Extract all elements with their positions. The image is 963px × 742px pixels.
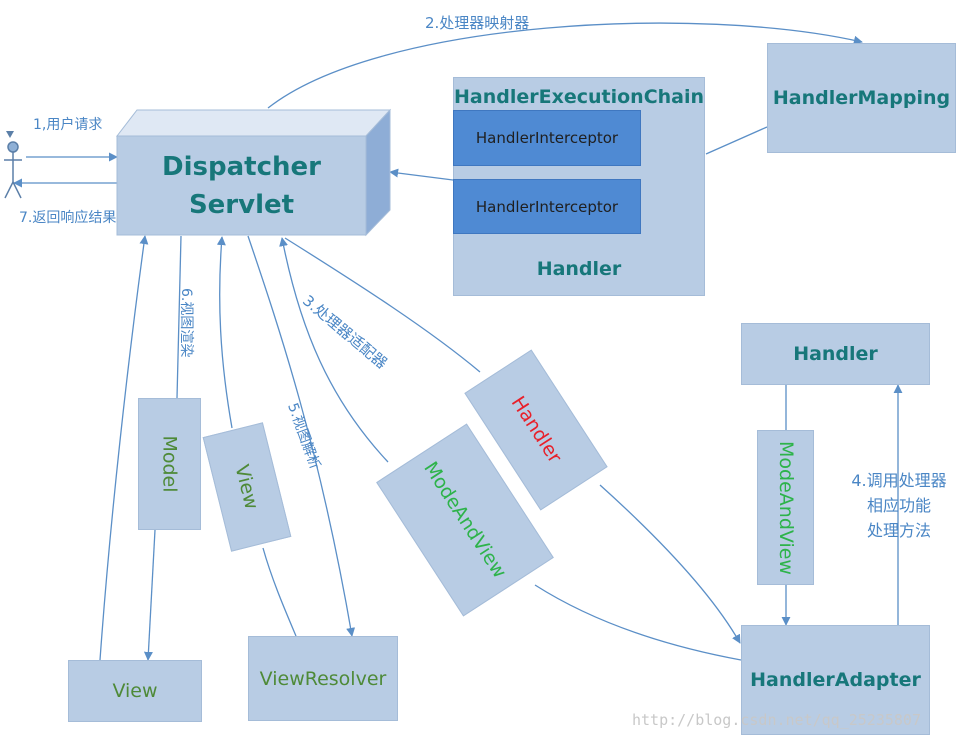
step-2-handler-mapping: 2.处理器映射器 — [425, 14, 530, 32]
arrow-view-tag-to-dispatcher — [216, 236, 233, 429]
step-4-invoke-handler: 4.调用处理器 相应功能 处理方法 — [836, 468, 962, 543]
view-resolver-label: ViewResolver — [259, 667, 387, 690]
handler-box: Handler — [741, 323, 930, 385]
arrow-chain-to-dispatcher — [389, 168, 454, 181]
arrow-view-to-dispatcher — [99, 235, 149, 661]
view-resolver-box: ViewResolver — [248, 636, 398, 721]
arrow-model-tag-to-view — [143, 529, 156, 661]
step-4-line-1: 4.调用处理器 — [851, 471, 947, 490]
step-4-line-2: 相应功能 — [866, 496, 931, 515]
modeandview-diagonal-label: ModeAndView — [419, 457, 511, 583]
arrow-handler-tag-to-adapter — [599, 484, 741, 644]
line-adapter-to-modeandview — [534, 584, 742, 661]
handler-adapter-label: HandlerAdapter — [750, 669, 921, 691]
line-dispatcher-to-model-tag — [176, 235, 182, 399]
handler-execution-chain-title: HandlerExecutionChain — [454, 86, 705, 108]
modeandview-vertical-label: ModeAndView — [774, 440, 797, 575]
handler-interceptor-box-2: HandlerInterceptor — [453, 179, 641, 234]
dispatcher-servlet-box — [115, 108, 392, 237]
handler-label: Handler — [793, 343, 878, 365]
handler-interceptor-label-2: HandlerInterceptor — [475, 197, 619, 216]
handler-tag-label: Handler — [506, 392, 566, 468]
handler-interceptor-box-1: HandlerInterceptor — [453, 110, 641, 166]
line-viewresolver-to-view-tag — [262, 547, 297, 637]
dispatcher-label-line2: Servlet — [188, 189, 295, 220]
arrow-dispatcher-to-viewresolver — [247, 235, 356, 637]
dispatcher-servlet-label: Dispatcher Servlet — [117, 136, 366, 235]
arrow-to-handler-mapping — [267, 22, 863, 109]
view-box: View — [68, 660, 202, 722]
model-tag-label: Model — [158, 435, 181, 493]
chain-handler-label: Handler — [536, 258, 622, 280]
model-tag: Model — [138, 398, 201, 530]
view-tag-label: View — [230, 462, 264, 512]
watermark: http://blog.csdn.net/qq_25235807 — [632, 711, 921, 729]
arrow-modeandview-to-dispatcher — [279, 237, 389, 463]
line-dispatcher-to-handler-tag — [284, 237, 481, 373]
dispatcher-label-line1: Dispatcher — [162, 151, 321, 182]
step-7-return-response: 7.返回响应结果 — [19, 210, 117, 226]
line-mapping-to-chain — [705, 126, 768, 155]
handler-mapping-box: HandlerMapping — [767, 43, 956, 153]
handler-adapter-box: HandlerAdapter — [741, 625, 930, 735]
modeandview-vertical-tag: ModeAndView — [757, 430, 814, 585]
view-label: View — [112, 680, 158, 702]
step-1-user-request: 1,用户请求 — [33, 117, 103, 133]
step-6-view-render: 6.视图渲染 — [178, 288, 194, 358]
step-4-line-3: 处理方法 — [866, 521, 931, 540]
handler-mapping-label: HandlerMapping — [772, 87, 951, 109]
user-icon — [4, 131, 22, 199]
handler-interceptor-label-1: HandlerInterceptor — [475, 129, 619, 147]
